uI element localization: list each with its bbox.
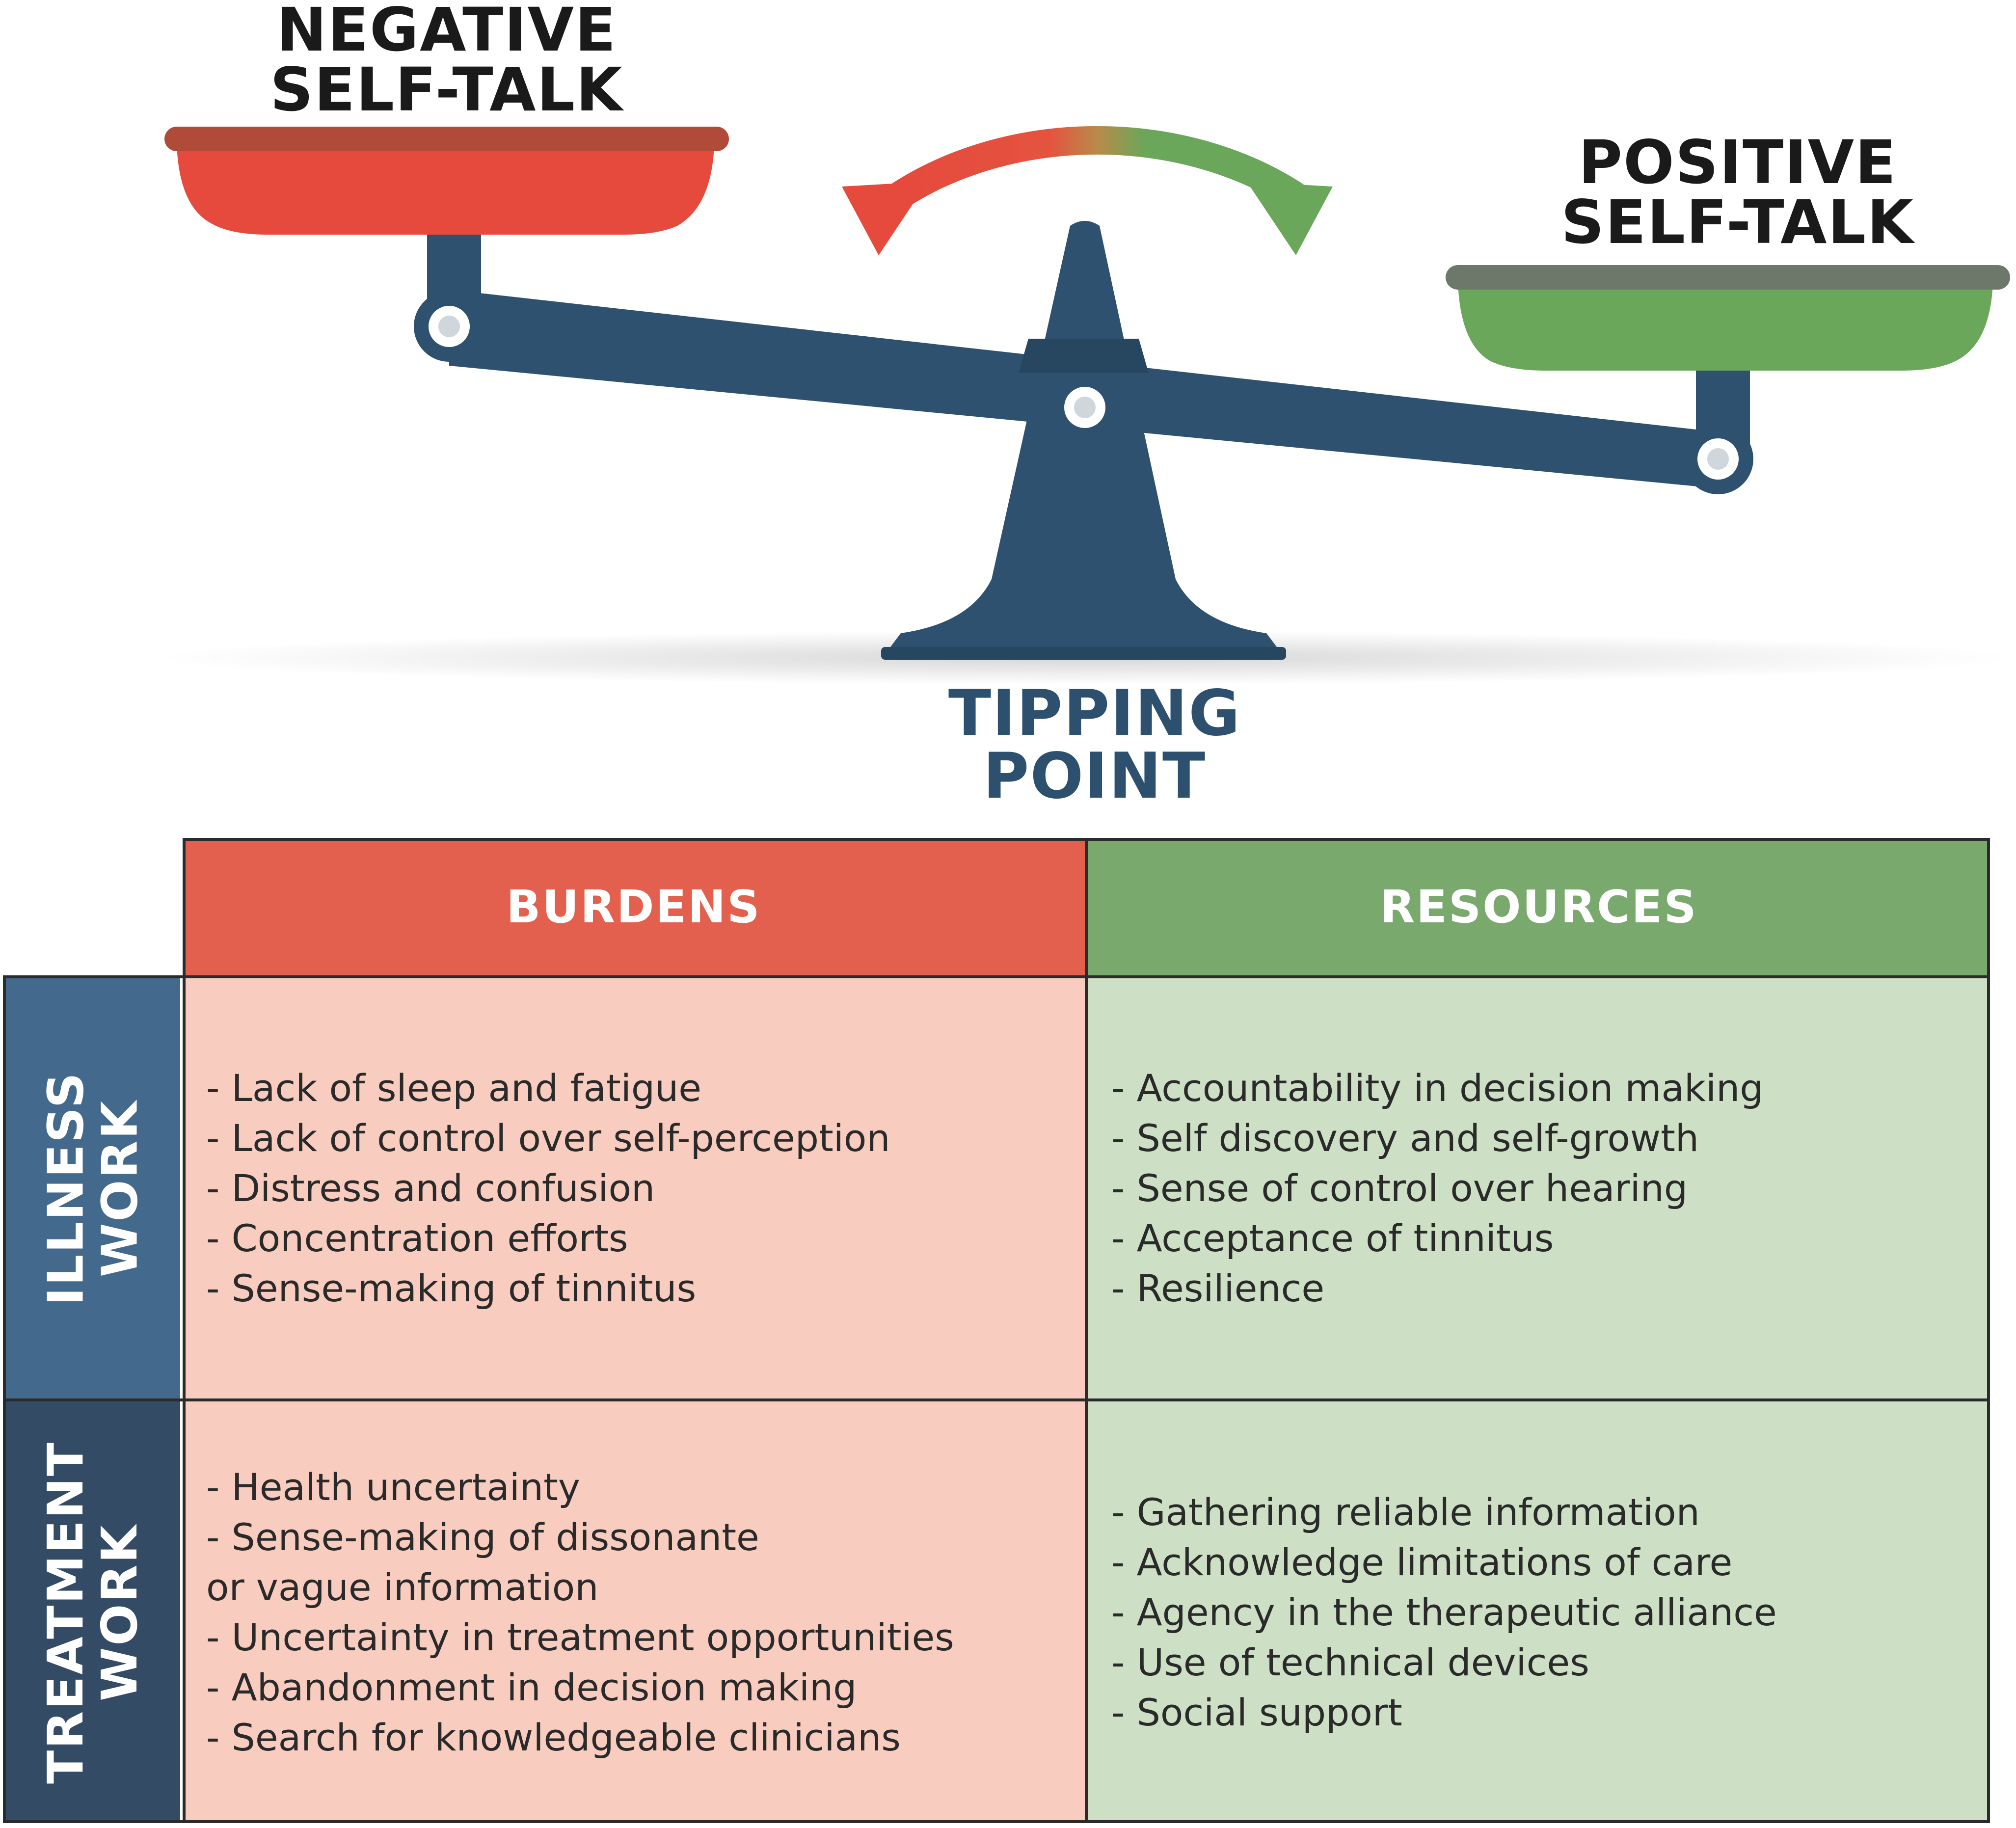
tipping-arrow-icon xyxy=(842,126,1333,255)
row-divider xyxy=(6,1398,1990,1401)
negative-title-line-1: NEGATIVE xyxy=(276,0,617,65)
treatment-work-row-label: TREATMENT WORK xyxy=(6,1401,180,1823)
treatment-resources-cell: - Gathering reliable information - Ackno… xyxy=(1088,1401,1990,1823)
list-item: - Search for knowledgeable clinicians xyxy=(206,1715,901,1759)
negative-self-talk-title: NEGATIVE SELF-TALK xyxy=(245,0,648,120)
list-item: - Acceptance of tinnitus xyxy=(1111,1216,1554,1260)
illness-resources-list: - Accountability in decision making - Se… xyxy=(1111,1063,1990,1314)
column-divider xyxy=(1085,838,1088,1823)
scale-support xyxy=(886,221,1281,653)
list-item: - Concentration efforts xyxy=(206,1216,628,1260)
list-item: - Uncertainty in treatment opportunities xyxy=(206,1615,954,1659)
side-border-bottom xyxy=(3,1820,183,1823)
positive-pan xyxy=(1446,265,2010,371)
illness-label-line-2: WORK xyxy=(91,1100,149,1277)
illness-burdens-list: - Lack of sleep and fatigue - Lack of co… xyxy=(206,1063,1085,1314)
list-item: - Lack of control over self-perception xyxy=(206,1116,890,1160)
side-border-left xyxy=(3,975,6,1823)
burdens-header: BURDENS xyxy=(183,838,1085,975)
list-item: - Distress and confusion xyxy=(206,1166,655,1210)
burdens-header-label: BURDENS xyxy=(506,880,761,933)
list-item: - Self discovery and self-growth xyxy=(1111,1116,1699,1160)
scale-hub xyxy=(1019,339,1149,373)
tipping-title-line-2: POINT xyxy=(983,740,1207,813)
list-item: - Lack of sleep and fatigue xyxy=(206,1066,702,1110)
scale-foot xyxy=(881,647,1286,660)
list-item: - Social support xyxy=(1111,1690,1402,1734)
illness-label-line-1: ILLNESS xyxy=(37,1071,95,1306)
side-border xyxy=(3,975,183,978)
header-divider xyxy=(183,975,1990,978)
illness-resources-cell: - Accountability in decision making - Se… xyxy=(1088,978,1990,1398)
list-item: - Gathering reliable information xyxy=(1111,1490,1700,1534)
treatment-label-line-2: WORK xyxy=(91,1523,149,1701)
resources-header: RESOURCES xyxy=(1088,838,1990,975)
treatment-label-line-1: TREATMENT xyxy=(37,1441,95,1784)
positive-title-line-2: SELF-TALK xyxy=(1561,188,1914,257)
negative-pan xyxy=(164,127,729,235)
treatment-resources-list: - Gathering reliable information - Ackno… xyxy=(1111,1487,1990,1738)
illness-work-row-label: ILLNESS WORK xyxy=(6,978,180,1398)
illness-burdens-cell: - Lack of sleep and fatigue - Lack of co… xyxy=(183,978,1085,1398)
treatment-burdens-cell: - Health uncertainty - Sense-making of d… xyxy=(183,1401,1085,1823)
tipping-title-line-1: TIPPING xyxy=(948,677,1241,750)
resources-header-label: RESOURCES xyxy=(1380,880,1698,933)
list-item: - Sense-making of dissonante xyxy=(206,1515,759,1559)
right-pivot-icon xyxy=(1683,424,1753,494)
list-item: - Sense-making of tinnitus xyxy=(206,1266,697,1310)
treatment-burdens-list: - Health uncertainty - Sense-making of d… xyxy=(206,1462,1085,1763)
center-pivot-icon xyxy=(1064,387,1105,428)
left-pivot-icon xyxy=(414,291,484,362)
positive-self-talk-title: POSITIVE SELF-TALK xyxy=(1532,133,1944,252)
negative-title-line-2: SELF-TALK xyxy=(270,55,623,125)
balance-scale-illustration xyxy=(152,126,2016,685)
list-item: - Acknowledge limitations of care xyxy=(1111,1540,1733,1584)
list-item: - Accountability in decision making xyxy=(1111,1066,1764,1110)
tipping-point-title: TIPPING POINT xyxy=(884,682,1306,808)
list-item: or vague information xyxy=(206,1565,599,1609)
list-item: - Health uncertainty xyxy=(206,1465,580,1509)
list-item: - Sense of control over hearing xyxy=(1111,1166,1688,1210)
list-item: - Resilience xyxy=(1111,1266,1325,1310)
list-item: - Use of technical devices xyxy=(1111,1640,1589,1684)
list-item: - Agency in the therapeutic alliance xyxy=(1111,1590,1777,1634)
positive-title-line-1: POSITIVE xyxy=(1578,128,1897,197)
list-item: - Abandonment in decision making xyxy=(206,1665,857,1709)
